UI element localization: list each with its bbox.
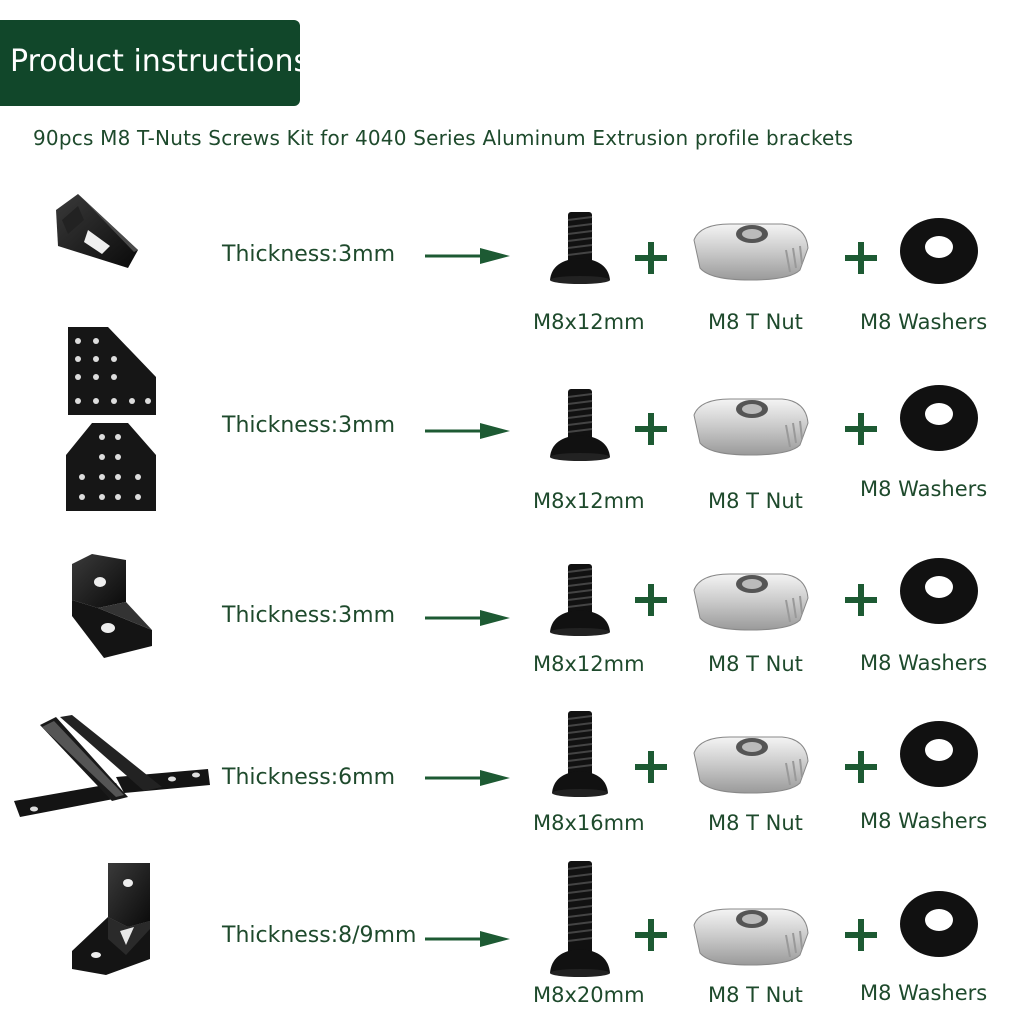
washer-image: [900, 385, 978, 451]
arrow-right-icon: [425, 248, 510, 264]
thickness-label: Thickness:3mm: [222, 413, 396, 438]
screw-size-label: M8x12mm: [533, 489, 645, 513]
screw-size-label: M8x12mm: [533, 310, 645, 334]
t-nut-label: M8 T Nut: [708, 310, 803, 334]
plus-icon: [845, 242, 877, 274]
t-nut-image: [693, 223, 809, 281]
page-subtitle: 90pcs M8 T-Nuts Screws Kit for 4040 Seri…: [33, 126, 854, 150]
thickness-label: Thickness:3mm: [222, 603, 396, 628]
washer-image: [900, 721, 978, 787]
t-nut-image: [693, 908, 809, 966]
washer-label: M8 Washers: [860, 651, 988, 675]
gusset-plates-image: [66, 327, 156, 511]
screw-m8x12-image: [550, 389, 610, 461]
plus-icon: [845, 919, 877, 951]
thickness-label: Thickness:6mm: [222, 765, 396, 790]
heavy-corner-bracket-image: [72, 863, 150, 975]
angle-bracket-image: [72, 554, 152, 658]
screw-m8x12-image: [550, 212, 610, 284]
kit-row-1: Thickness:3mm M8x12mm M8 T Nut M8 Washer…: [0, 190, 1024, 340]
plus-icon: [845, 751, 877, 783]
screw-size-label: M8x12mm: [533, 652, 645, 676]
washer-label: M8 Washers: [860, 477, 988, 501]
washer-label: M8 Washers: [860, 310, 988, 334]
washer-image: [900, 558, 978, 624]
plus-icon: [635, 413, 667, 445]
arrow-right-icon: [425, 610, 510, 626]
t-nut-label: M8 T Nut: [708, 983, 803, 1007]
plus-icon: [635, 919, 667, 951]
corner-bracket-image: [56, 194, 138, 268]
t-nut-label: M8 T Nut: [708, 489, 803, 513]
kit-row-2: Thickness:3mm M8x12mm M8 T Nut M8 Washer…: [0, 325, 1024, 513]
washer-label: M8 Washers: [860, 809, 988, 833]
washer-label: M8 Washers: [860, 981, 988, 1005]
plus-icon: [635, 751, 667, 783]
thickness-label: Thickness:3mm: [222, 242, 396, 267]
arrow-right-icon: [425, 931, 510, 947]
plus-icon: [635, 584, 667, 616]
screw-size-label: M8x16mm: [533, 811, 645, 835]
pivot-bracket-image: [14, 715, 210, 817]
arrow-right-icon: [425, 770, 510, 786]
page-title: Product instructions: [10, 44, 310, 79]
header-banner: [0, 20, 300, 106]
screw-m8x16-image: [552, 711, 608, 797]
kit-row-3: Thickness:3mm M8x12mm M8 T Nut M8 Washer…: [0, 550, 1024, 700]
plus-icon: [845, 584, 877, 616]
t-nut-label: M8 T Nut: [708, 652, 803, 676]
t-nut-image: [693, 736, 809, 794]
washer-image: [900, 891, 978, 957]
screw-m8x12-image: [550, 564, 610, 636]
kit-row-5: Thickness:8/9mm M8x20mm M8 T Nut M8 Wash…: [0, 855, 1024, 1007]
arrow-right-icon: [425, 423, 510, 439]
t-nut-image: [693, 573, 809, 631]
kit-row-4: Thickness:6mm M8x16mm M8 T Nut M8 Washer…: [0, 705, 1024, 855]
screw-m8x20-image: [550, 861, 610, 977]
plus-icon: [845, 413, 877, 445]
washer-image: [900, 218, 978, 284]
thickness-label: Thickness:8/9mm: [222, 923, 417, 948]
screw-size-label: M8x20mm: [533, 983, 645, 1007]
t-nut-label: M8 T Nut: [708, 811, 803, 835]
t-nut-image: [693, 398, 809, 456]
plus-icon: [635, 242, 667, 274]
